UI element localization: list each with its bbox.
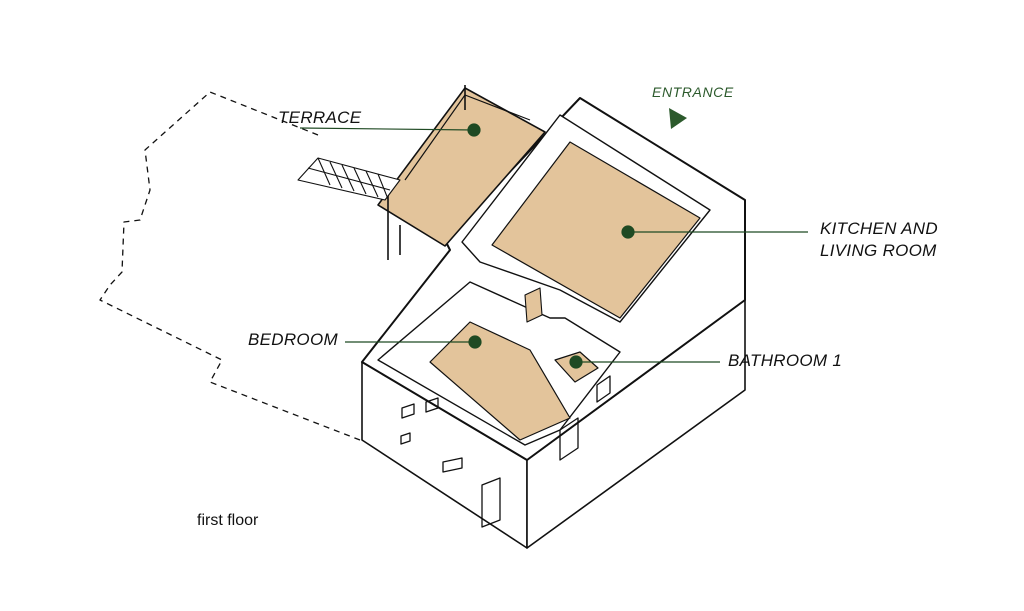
bathroom-label: BATHROOM 1 (728, 351, 843, 370)
bedroom-marker-icon (468, 335, 482, 349)
kitchen-door (524, 287, 543, 323)
terrace-stairs (297, 157, 401, 201)
windows (400, 375, 611, 528)
leader-lines (299, 123, 808, 369)
kitchen-label-line2: LIVING ROOM (820, 241, 937, 260)
entrance-arrow-icon (669, 108, 687, 129)
bedroom-label: BEDROOM (248, 330, 338, 349)
terrace-deck (377, 87, 546, 247)
kitchen-floor (491, 141, 701, 319)
bathroom-marker-icon (569, 355, 583, 369)
terrace-leader (299, 127, 475, 131)
kitchen-marker-icon (621, 225, 635, 239)
floor-caption: first floor (197, 512, 259, 529)
terrace-label: TERRACE (278, 108, 362, 127)
entrance-label: ENTRANCE (652, 84, 734, 100)
kitchen-label-line1: KITCHEN AND (820, 219, 938, 238)
terrace-railing (404, 94, 531, 181)
terrace-marker-icon (467, 123, 481, 137)
site-outline-dashed (99, 91, 361, 441)
bedroom-floor (429, 321, 571, 441)
